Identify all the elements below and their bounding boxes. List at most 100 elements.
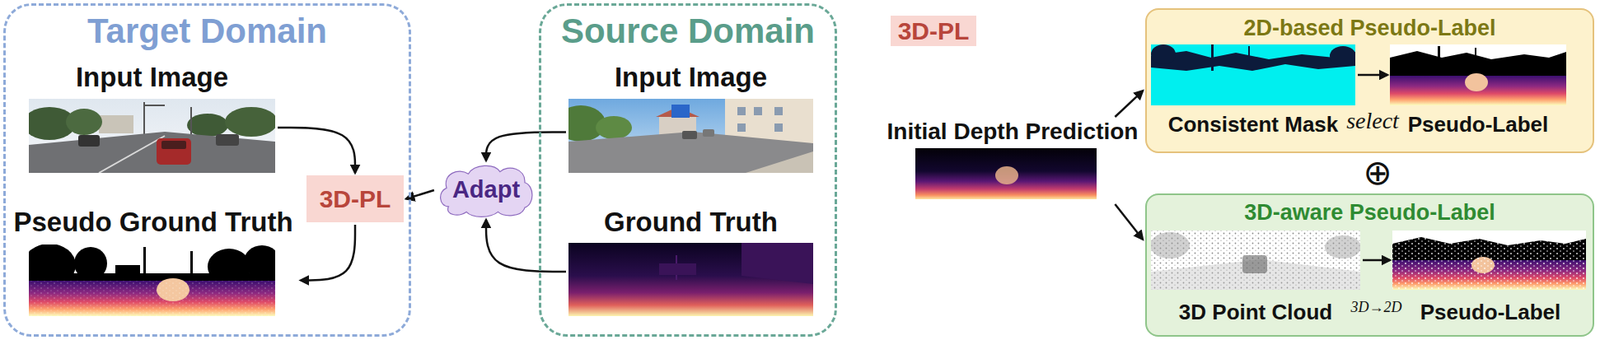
consistent-mask-map — [1150, 51, 1356, 71]
point-cloud-map — [1150, 230, 1361, 291]
point-cloud-map — [1150, 230, 1361, 291]
pseudo-ground-truth-map — [115, 265, 141, 276]
image-panel: Consistent Mask — [1150, 44, 1356, 137]
point-cloud-map — [1324, 235, 1361, 259]
pseudo-label-2d-map — [1389, 44, 1567, 106]
flow-arrow — [1114, 204, 1143, 240]
image-panel: Pseudo Ground Truth — [8, 207, 299, 317]
image-caption: Initial Depth Prediction — [887, 119, 1139, 146]
target-photo — [28, 131, 276, 174]
target-photo — [98, 115, 134, 134]
image-caption: 3D Point Cloud — [1178, 300, 1333, 325]
panel-fill — [1146, 194, 1594, 337]
pseudo-label-2d-map — [1437, 46, 1441, 75]
target-photo — [187, 113, 229, 137]
source-photo — [753, 107, 763, 116]
point-cloud-map — [1150, 232, 1190, 259]
panel-title: 3D-aware Pseudo-Label — [1244, 201, 1496, 226]
ground-truth-map — [659, 263, 697, 276]
image-caption: Pseudo-Label — [1408, 112, 1549, 137]
flow-arrow — [1114, 90, 1143, 117]
target-photo — [78, 135, 100, 147]
target-photo — [215, 134, 239, 146]
ground-truth-map — [568, 243, 814, 317]
initial-depth-map — [915, 148, 1097, 200]
image-panel: Ground Truth — [568, 207, 814, 317]
target-photo — [98, 135, 165, 174]
pseudo-label-3d-map — [1392, 230, 1586, 291]
ground-truth-map — [568, 243, 814, 317]
image-panel: Initial Depth Prediction — [884, 119, 1142, 202]
image-caption: Pseudo Ground Truth — [13, 207, 293, 238]
domain-title: Source Domain — [561, 12, 815, 51]
pseudo-ground-truth-map — [28, 244, 276, 317]
image-caption: Input Image — [75, 62, 229, 93]
panel-fill — [1146, 9, 1594, 337]
panel-title: 2D-based Pseudo-Label — [1243, 16, 1496, 42]
target-photo — [28, 98, 276, 174]
image-caption: Pseudo-Label — [1420, 300, 1561, 325]
target-photo — [65, 108, 103, 136]
sum-symbol: ⊕ — [1362, 155, 1392, 191]
point-cloud-map — [1242, 255, 1268, 274]
initial-depth-map — [995, 166, 1019, 185]
adapt-cloud: Adapt — [436, 163, 536, 218]
initial-depth-map — [915, 148, 1097, 200]
consistent-mask-map — [1211, 44, 1214, 71]
method-name: 3D-PL — [319, 185, 392, 213]
target-photo — [144, 104, 165, 107]
domain-panel: Target DomainInput Image 3D-PL Pseudo Grou… — [3, 3, 412, 337]
cloud-outline — [440, 165, 533, 217]
image-panel: 3D Point Cloud — [1150, 230, 1361, 325]
image-caption: Ground Truth — [603, 207, 778, 238]
adapt-text: Adapt — [452, 177, 520, 204]
pseudo-label-2d-map — [1474, 47, 1477, 73]
source-photo — [568, 131, 814, 174]
source-photo — [774, 123, 783, 132]
flow-arrow — [486, 131, 567, 161]
domain-title: Target Domain — [87, 12, 328, 51]
edge-label: select — [1346, 108, 1399, 135]
image-caption: Consistent Mask — [1168, 112, 1339, 137]
flow-arrow — [1357, 74, 1388, 77]
source-photo — [745, 151, 814, 174]
edge-label: 3D→2D — [1351, 299, 1403, 317]
pseudo-label-2d-map — [1464, 73, 1488, 92]
source-photo — [568, 98, 814, 174]
source-photo — [568, 98, 814, 174]
consistent-mask-map — [1150, 44, 1176, 65]
image-caption: Input Image — [614, 62, 768, 93]
source-photo — [774, 107, 783, 116]
image-panel: Pseudo-Label — [1389, 44, 1567, 137]
pseudo-ground-truth-map — [190, 251, 193, 281]
pseudo-ground-truth-map — [28, 280, 276, 317]
pseudo-label-2d-map — [1389, 51, 1567, 76]
image-panel: Input Image — [28, 62, 276, 174]
flow-arrow — [1362, 259, 1390, 262]
source-photo — [737, 123, 746, 132]
panel-fill — [1146, 9, 1594, 153]
target-photo — [156, 138, 192, 165]
target-photo — [224, 107, 276, 137]
flow-arrow — [486, 219, 567, 272]
pseudo-ground-truth-map — [143, 247, 146, 281]
source-photo — [737, 107, 746, 116]
image-panel: Input Image — [568, 62, 814, 174]
flow-arrow — [277, 127, 356, 174]
domain-panel: Source DomainInput ImageGround Truth — [538, 3, 838, 337]
source-photo — [595, 116, 632, 140]
ground-truth-map — [741, 243, 814, 285]
pseudo-label-2d-map — [1389, 44, 1567, 106]
method-box: 3D-PL — [306, 175, 404, 223]
point-cloud-map — [1150, 230, 1361, 291]
pseudo-label-3d-map — [1392, 230, 1586, 291]
target-photo — [161, 140, 187, 150]
consistent-mask-map — [1150, 44, 1356, 106]
source-photo — [702, 129, 715, 137]
pseudo-ground-truth-map — [28, 280, 276, 317]
flow-arrow — [300, 224, 356, 281]
